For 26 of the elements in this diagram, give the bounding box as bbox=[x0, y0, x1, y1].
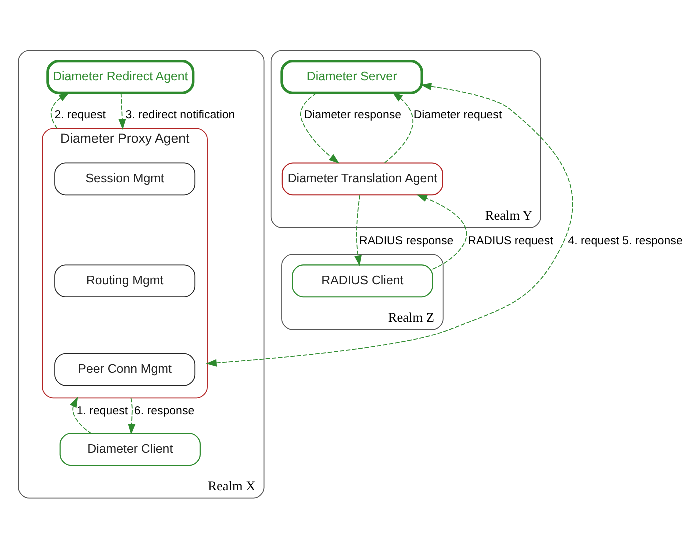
arrow bbox=[300, 92, 340, 164]
arrow bbox=[354, 194, 362, 266]
node-box: Diameter Server bbox=[280, 59, 424, 94]
edge-label: RADIUS response bbox=[360, 234, 454, 247]
arrow bbox=[70, 396, 92, 434]
node-box: Session Mgmt bbox=[54, 162, 196, 196]
arrow bbox=[118, 92, 126, 130]
arrow bbox=[128, 397, 136, 434]
edge-label: Diameter request bbox=[414, 108, 502, 121]
arrow bbox=[384, 92, 414, 163]
node-box: Peer Conn Mgmt bbox=[54, 352, 196, 386]
node-box: Diameter Client bbox=[60, 432, 201, 466]
edge-label: 3. redirect notification bbox=[126, 108, 236, 121]
node-box: RADIUS Client bbox=[292, 264, 434, 298]
edge-label: 4. request 5. response bbox=[568, 234, 683, 247]
arrow bbox=[50, 92, 70, 129]
node-box: Diameter Redirect Agent bbox=[46, 59, 195, 94]
node-box: Routing Mgmt bbox=[54, 264, 196, 298]
edge-label: RADIUS request bbox=[468, 234, 554, 247]
arrow bbox=[416, 194, 468, 270]
node-box: Diameter Translation Agent bbox=[282, 162, 444, 196]
edge-label: 1. request bbox=[76, 404, 128, 417]
edge-label: Diameter response bbox=[304, 108, 402, 121]
edge-label: 6. response bbox=[134, 404, 195, 417]
arrow bbox=[206, 82, 574, 366]
edge-label: 2. request bbox=[54, 108, 106, 121]
